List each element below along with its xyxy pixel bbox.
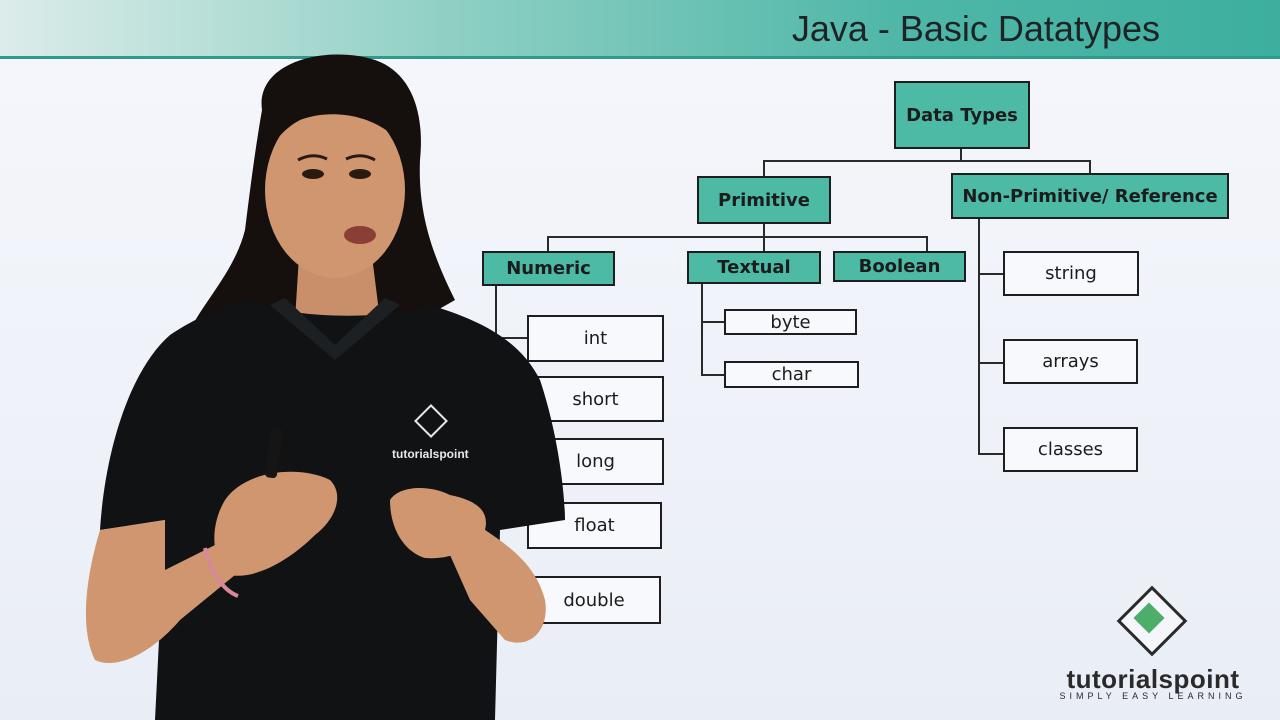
- connector: [763, 236, 765, 252]
- leaf-label: long: [576, 451, 615, 472]
- connector: [978, 218, 980, 455]
- leaf-byte: byte: [724, 309, 857, 335]
- leaf-label: int: [583, 328, 608, 349]
- node-label: Boolean: [858, 256, 941, 277]
- node-label: Numeric: [506, 258, 591, 279]
- leaf-label: byte: [770, 311, 811, 333]
- leaf-int: int: [527, 315, 664, 362]
- node-non-primitive: Non-Primitive/ Reference: [951, 173, 1229, 219]
- connector: [763, 160, 765, 177]
- connector: [495, 398, 528, 400]
- connector: [547, 236, 549, 252]
- brand-name: tutorialspoint: [1066, 664, 1240, 694]
- connector: [495, 337, 528, 339]
- leaf-label: double: [563, 589, 625, 611]
- connector: [763, 223, 765, 237]
- leaf-float: float: [527, 502, 662, 549]
- leaf-label: string: [1045, 263, 1097, 284]
- leaf-string: string: [1003, 251, 1139, 296]
- node-data-types: Data Types: [894, 81, 1030, 149]
- leaf-label: char: [771, 364, 812, 385]
- connector: [495, 460, 528, 462]
- connector: [1089, 160, 1091, 174]
- leaf-long: long: [527, 438, 664, 485]
- connector: [495, 524, 528, 526]
- leaf-arrays: arrays: [1003, 339, 1138, 384]
- node-primitive: Primitive: [697, 176, 831, 224]
- connector: [978, 273, 1004, 275]
- connector: [701, 283, 703, 376]
- slide-title: Java - Basic Datatypes: [791, 8, 1160, 49]
- brand-tagline: SIMPLY EASY LEARNING: [1059, 691, 1247, 701]
- leaf-short: short: [527, 376, 664, 422]
- leaf-label: classes: [1037, 439, 1104, 460]
- leaf-label: short: [572, 388, 619, 410]
- connector: [926, 236, 928, 252]
- connector: [701, 374, 725, 376]
- title-banner: Java - Basic Datatypes: [0, 0, 1280, 59]
- leaf-char: char: [724, 361, 859, 388]
- connector: [960, 148, 962, 162]
- node-label: Primitive: [718, 189, 810, 211]
- connector: [495, 600, 528, 602]
- leaf-double: double: [527, 576, 661, 624]
- node-textual: Textual: [687, 251, 821, 284]
- connector: [701, 321, 725, 323]
- connector: [978, 362, 1004, 364]
- brand-logo: tutorialspoint SIMPLY EASY LEARNING: [1040, 582, 1260, 702]
- node-label: Non-Primitive/ Reference: [962, 185, 1218, 207]
- leaf-label: float: [574, 515, 615, 536]
- node-label: Data Types: [906, 104, 1018, 126]
- connector: [547, 236, 928, 238]
- node-boolean: Boolean: [833, 251, 966, 282]
- connector: [978, 453, 1004, 455]
- connector: [495, 284, 497, 602]
- connector: [763, 160, 1091, 162]
- node-label: Textual: [717, 257, 791, 278]
- leaf-classes: classes: [1003, 427, 1138, 472]
- leaf-label: arrays: [1042, 351, 1099, 372]
- node-numeric: Numeric: [482, 251, 615, 286]
